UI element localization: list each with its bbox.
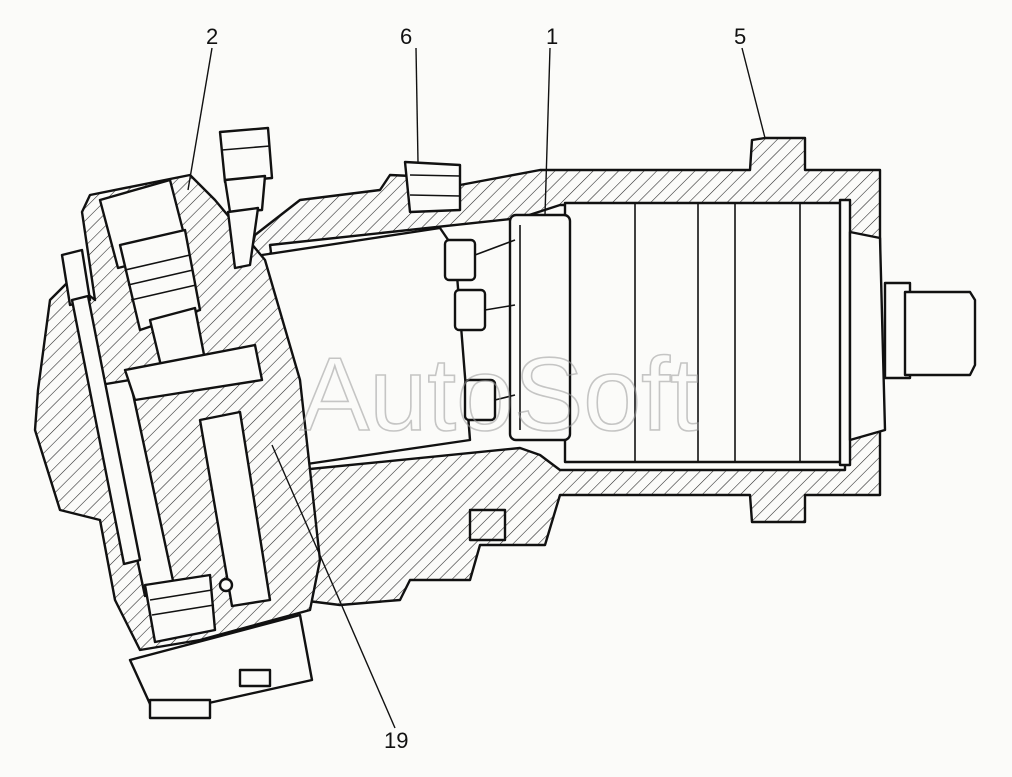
callout-19: 19 <box>384 728 408 753</box>
adjustment-rod <box>60 248 142 566</box>
port-plug <box>403 160 462 214</box>
callout-5: 5 <box>734 24 746 49</box>
leader-2 <box>187 47 213 191</box>
leader-19 <box>271 444 396 729</box>
callout-6: 6 <box>400 24 412 49</box>
cylinder-block <box>563 198 887 467</box>
drive-plate <box>508 213 572 442</box>
cylinder-barrel <box>260 226 516 467</box>
leader-lines <box>187 47 766 729</box>
leader-5 <box>741 47 766 139</box>
callout-1: 1 <box>546 24 558 49</box>
top-fitting <box>218 126 274 270</box>
leader-1 <box>544 47 551 216</box>
callout-2: 2 <box>206 24 218 49</box>
check-ball <box>218 577 234 593</box>
watermark-text: AutoSoft <box>300 337 699 453</box>
valve-block <box>33 173 322 652</box>
leader-6 <box>415 47 419 163</box>
housing-boss <box>468 508 507 542</box>
output-shaft <box>883 281 977 380</box>
valve-cover <box>128 573 314 720</box>
